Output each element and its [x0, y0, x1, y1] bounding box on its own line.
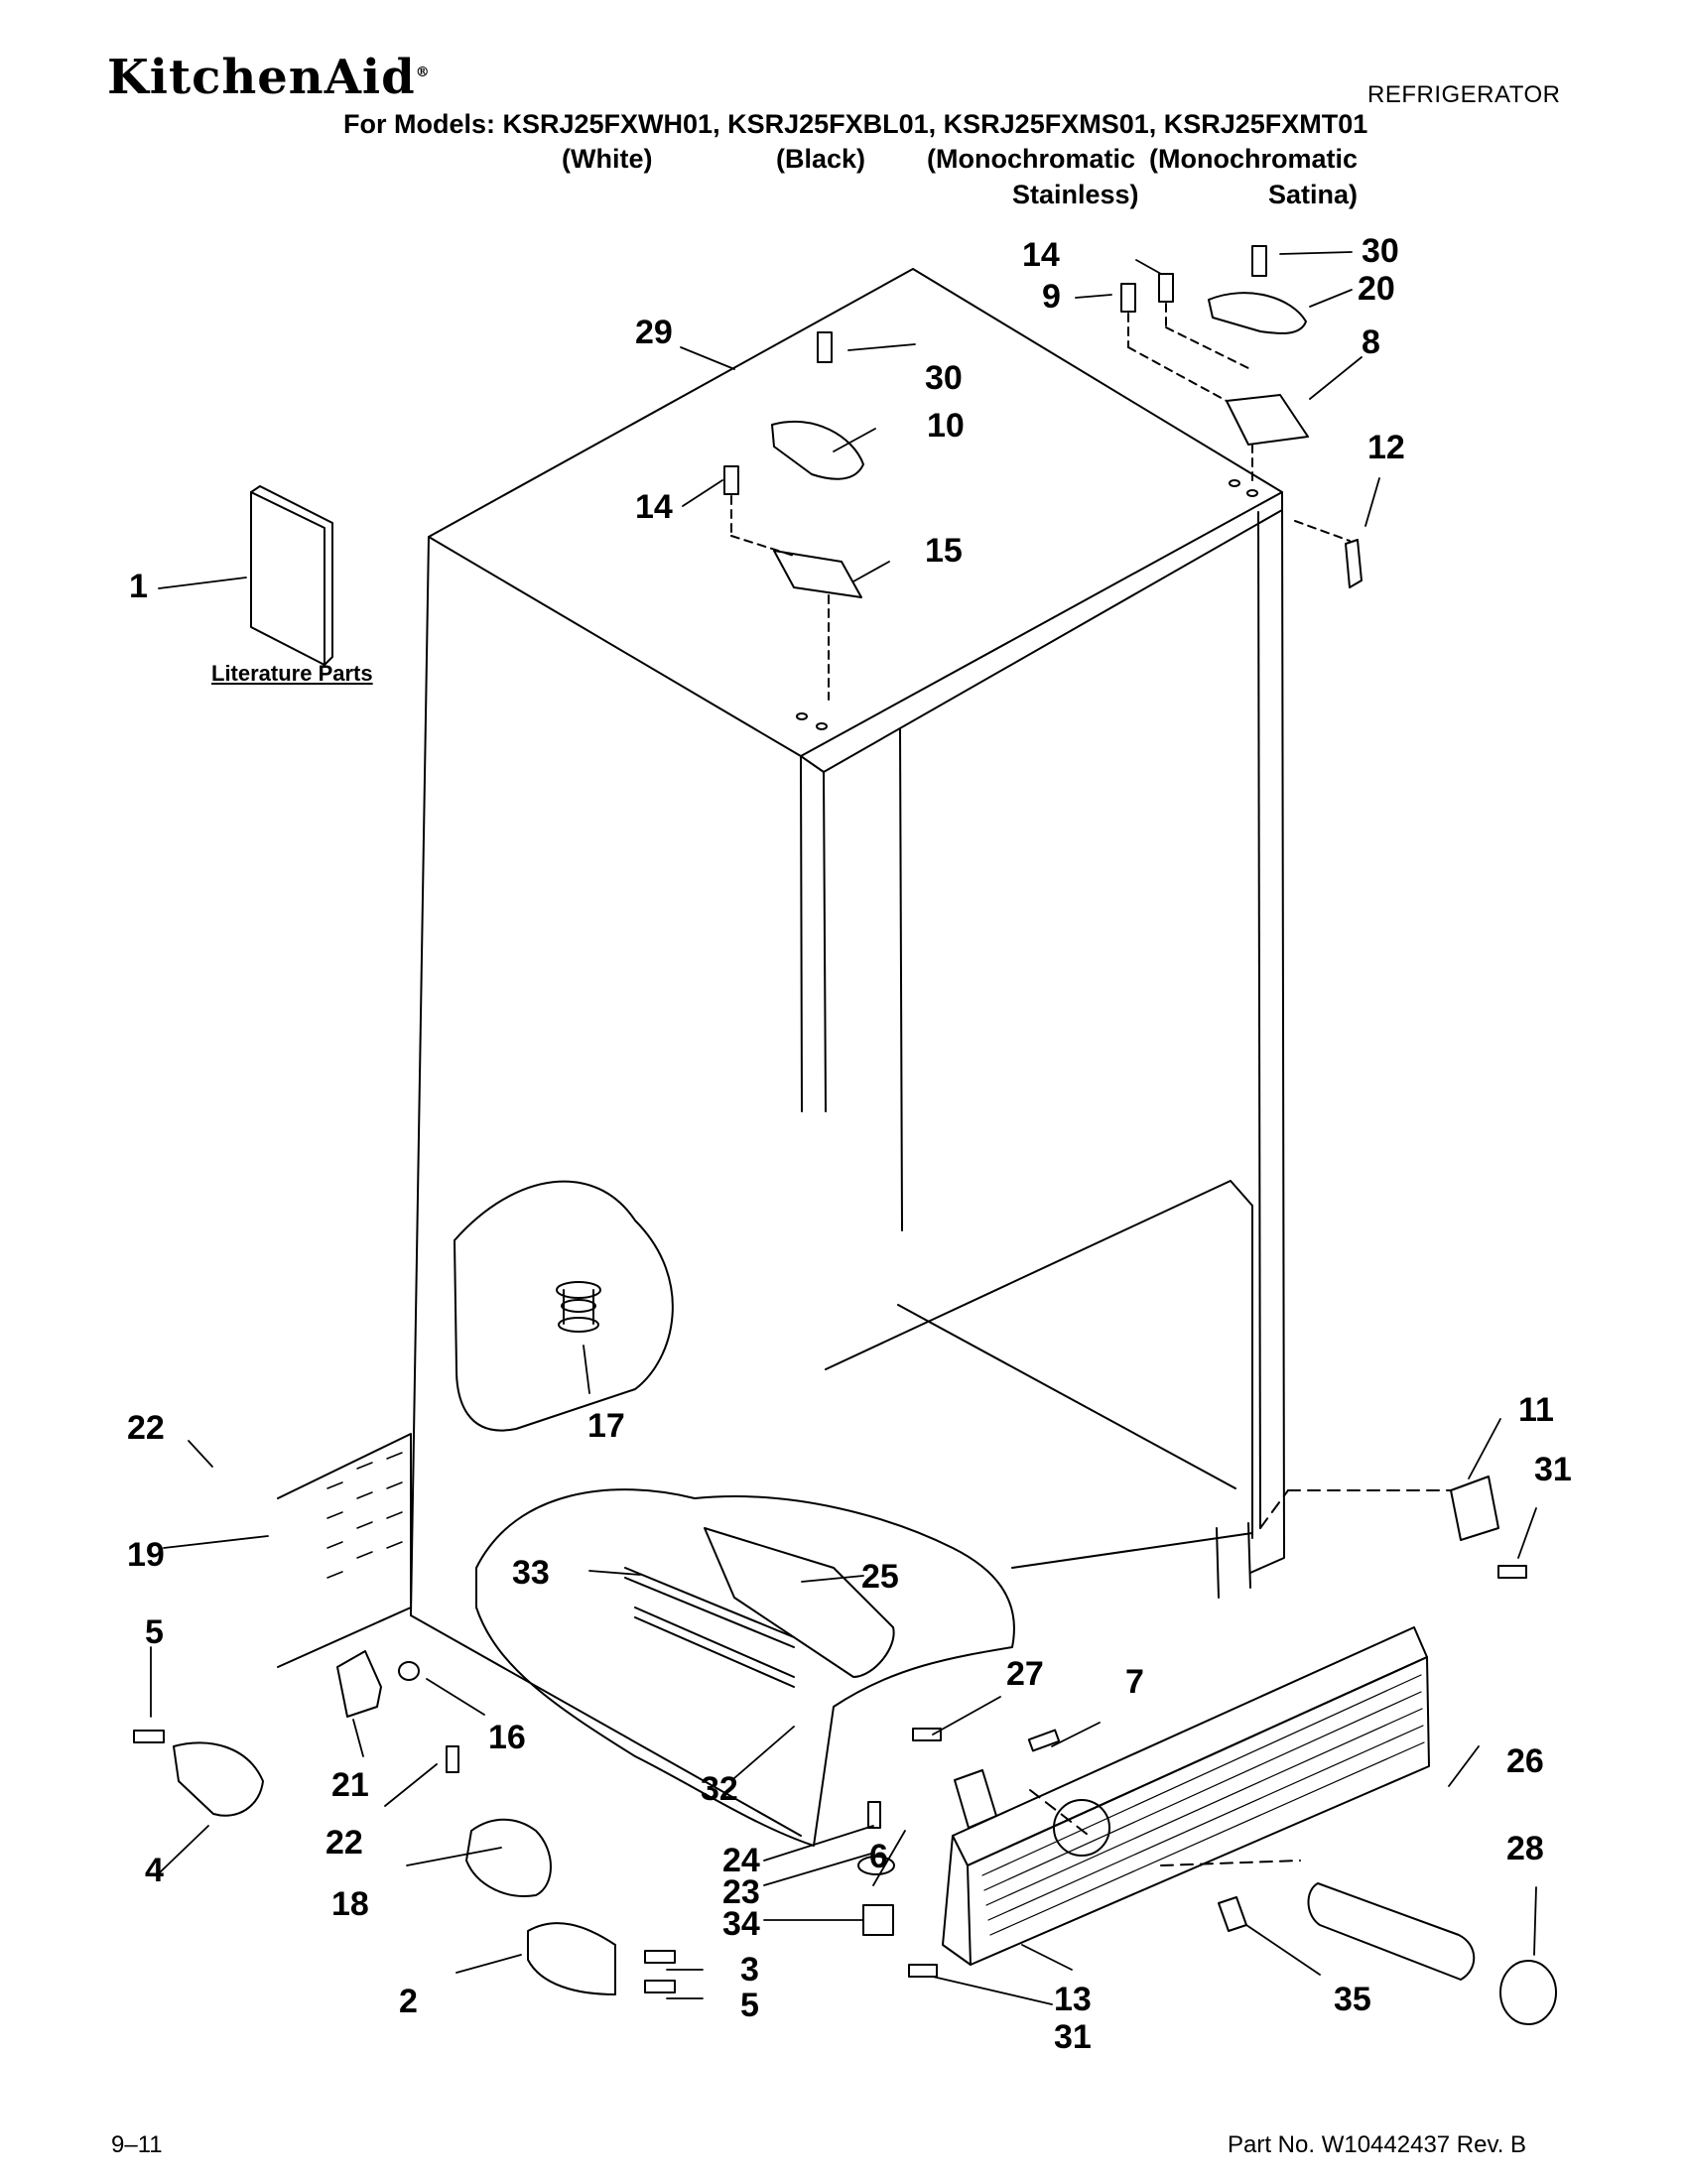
variant-black: (Black) — [776, 144, 866, 174]
callout-30-right: 30 — [1362, 232, 1399, 270]
water-filter — [1308, 1883, 1556, 2024]
callout-24: 24 — [722, 1842, 760, 1879]
callout-21: 21 — [331, 1766, 369, 1804]
brand-name: KitchenAid — [107, 50, 416, 105]
callout-2: 2 — [399, 1983, 418, 2020]
callout-26: 26 — [1506, 1742, 1544, 1780]
top-right-hinge-assembly — [1121, 246, 1362, 587]
callout-5-bottom: 5 — [740, 1987, 759, 2024]
callout-10: 10 — [927, 407, 965, 445]
literature-booklet — [251, 486, 332, 665]
leveler-leg — [557, 1282, 600, 1332]
brand-logo: KitchenAid® — [107, 50, 431, 105]
callout-15: 15 — [925, 532, 963, 570]
callout-30-middle: 30 — [925, 359, 963, 397]
document-type: REFRIGERATOR — [1367, 81, 1561, 108]
top-hinge-assembly — [724, 332, 863, 700]
callout-12: 12 — [1367, 429, 1405, 466]
callout-17: 17 — [587, 1407, 625, 1445]
callout-19: 19 — [127, 1536, 165, 1574]
literature-parts-label: Literature Parts — [211, 661, 373, 686]
callout-32: 32 — [701, 1770, 738, 1808]
callout-8: 8 — [1362, 323, 1380, 361]
part-number: Part No. W10442437 Rev. B — [1228, 2131, 1527, 2158]
callout-20: 20 — [1358, 270, 1395, 308]
callout-18: 18 — [331, 1885, 369, 1923]
variant-white: (White) — [562, 144, 653, 174]
page-number: 9–11 — [111, 2131, 163, 2158]
callout-27: 27 — [1006, 1655, 1044, 1693]
callout-11: 11 — [1518, 1391, 1554, 1429]
models-line: For Models: KSRJ25FXWH01, KSRJ25FXBL01, … — [343, 109, 1368, 139]
callout-5-left: 5 — [145, 1613, 164, 1651]
variant-satina: Satina) — [1268, 180, 1359, 209]
callout-29: 29 — [635, 314, 673, 351]
cutaway-lower — [476, 1489, 1014, 1846]
callout-23: 23 — [722, 1873, 760, 1911]
callout-31-right: 31 — [1534, 1451, 1572, 1488]
variant-monochromatic-2: (Monochromatic — [1149, 144, 1359, 174]
lower-left-hinges — [134, 1651, 675, 1994]
misc-fasteners — [858, 1477, 1526, 1977]
callout-31-bottom: 31 — [1054, 2018, 1092, 2056]
cabinet-shell — [411, 269, 1284, 1836]
leader-lines — [151, 252, 1536, 2004]
callout-22-bottom: 22 — [325, 1824, 363, 1862]
callout-16: 16 — [488, 1719, 526, 1756]
callout-1: 1 — [129, 568, 148, 605]
callout-33: 33 — [512, 1554, 550, 1592]
callout-6: 6 — [869, 1838, 888, 1875]
callout-7: 7 — [1125, 1663, 1144, 1701]
callout-14-middle: 14 — [635, 488, 673, 526]
callout-9: 9 — [1042, 278, 1061, 316]
callout-25: 25 — [861, 1558, 899, 1596]
water-tube-assembly — [625, 1528, 894, 1687]
variant-monochromatic-1: (Monochromatic — [927, 144, 1136, 174]
base-grille — [943, 1627, 1429, 1965]
callout-34: 34 — [722, 1905, 760, 1943]
registered-mark: ® — [415, 64, 431, 80]
callout-14-top: 14 — [1022, 236, 1060, 274]
callout-4: 4 — [145, 1852, 164, 1889]
cutaway-upper — [454, 1182, 673, 1431]
rear-vent-panel — [278, 1434, 411, 1667]
callout-3: 3 — [740, 1951, 759, 1989]
callout-35: 35 — [1334, 1981, 1371, 2018]
callout-13: 13 — [1054, 1981, 1092, 2018]
variant-stainless: Stainless) — [1012, 180, 1139, 209]
callout-22-left: 22 — [127, 1409, 165, 1447]
callout-28: 28 — [1506, 1830, 1544, 1867]
